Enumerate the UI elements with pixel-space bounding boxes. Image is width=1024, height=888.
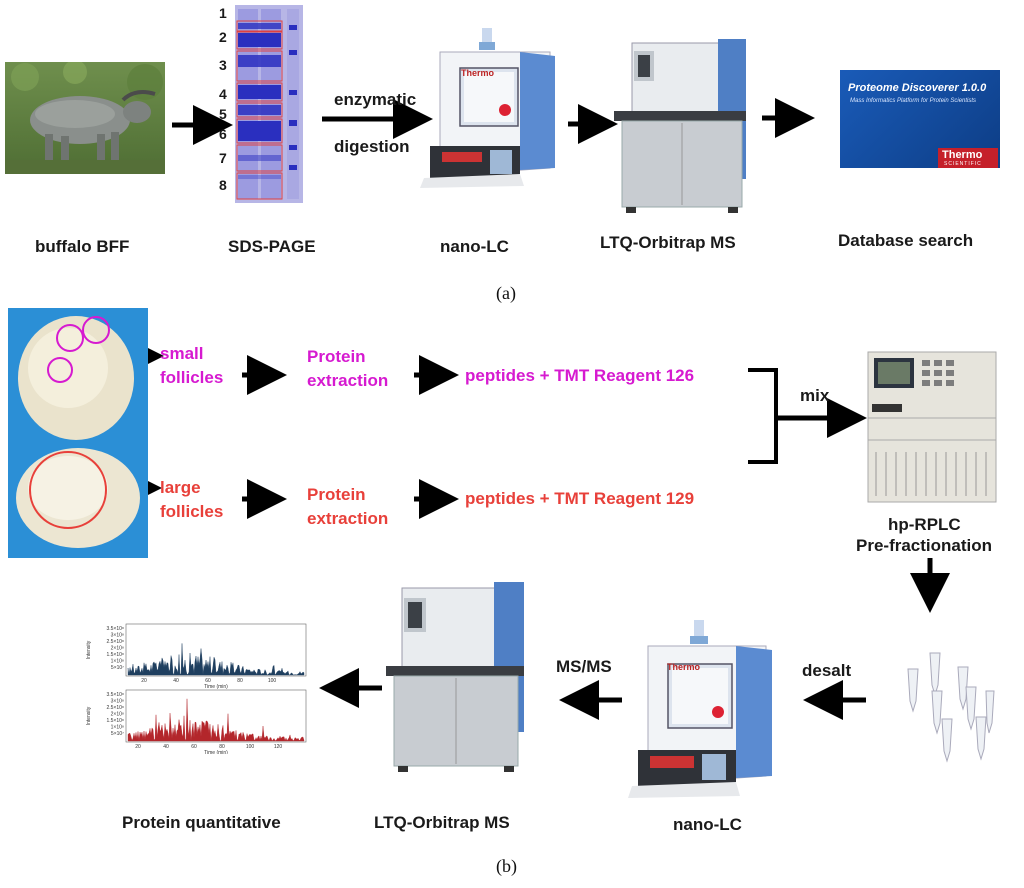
digestion-label-line2: digestion <box>334 137 410 156</box>
botTrace-path <box>127 698 305 742</box>
proteome-discoverer-splash: Proteome Discoverer 1.0.0 Mass Informati… <box>840 70 1000 168</box>
bot-ytick-3: 2×10⁸ <box>111 712 124 718</box>
sample-tubes <box>890 645 1010 773</box>
gel-lane-7: 7 <box>219 150 227 166</box>
ovary-image <box>16 316 140 548</box>
quant-spectra: 3.5×10⁸ 3×10⁸ 2.5×10⁸ 2×10⁸ 1.5×10⁸ 1×10… <box>82 618 310 756</box>
top-ytick-1: 3×10⁸ <box>111 633 124 639</box>
buffalo-photo <box>5 62 165 174</box>
extraction-large-line2: extraction <box>307 509 389 528</box>
tubes-image <box>907 652 995 763</box>
large-follicles-line2: follicles <box>160 502 224 521</box>
gel-lane-3: 3 <box>219 57 227 73</box>
peptides-126: peptides + TMT Reagent 126 <box>465 366 695 385</box>
top-xlabel: Time (min) <box>204 684 228 690</box>
hplc-instrument <box>866 348 998 508</box>
peptides-129: peptides + TMT Reagent 129 <box>465 489 695 508</box>
hplc-label-line2: Pre-fractionation <box>856 536 993 555</box>
top-ytick-6: 5×10⁷ <box>111 665 124 671</box>
bot-xtick-1: 40 <box>163 744 169 750</box>
top-xtick-2: 60 <box>205 678 211 684</box>
orbitrap-instrument-b <box>384 578 534 774</box>
bot-ytick-4: 1.5×10⁸ <box>106 718 124 724</box>
bot-ylabel: Intensity <box>86 706 92 725</box>
buffalo-image <box>5 62 165 174</box>
label-sds-page: SDS-PAGE <box>228 237 316 256</box>
gel-lane-2: 2 <box>219 29 227 45</box>
small-follicles-line2: follicles <box>160 368 224 387</box>
top-ytick-0: 3.5×10⁸ <box>106 626 124 632</box>
top-ytick-4: 1.5×10⁸ <box>106 652 124 658</box>
mix-label: mix <box>800 386 830 405</box>
panel-a-label: (a) <box>496 283 516 303</box>
orbitrap-b-image <box>386 582 524 772</box>
thermo-logo: Thermo SCIENTIFIC <box>938 148 998 168</box>
top-ytick-3: 2×10⁸ <box>111 646 124 652</box>
label-orbitrap-b: LTQ-Orbitrap MS <box>374 813 510 832</box>
extraction-large-line1: Protein <box>307 485 366 504</box>
label-nano-lc-a: nano-LC <box>440 237 509 256</box>
orbitrap-image <box>614 39 746 213</box>
bot-ytick-5: 1×10⁸ <box>111 725 124 731</box>
label-orbitrap-a: LTQ-Orbitrap MS <box>600 233 736 252</box>
extraction-small-line1: Protein <box>307 347 366 366</box>
bot-xtick-2: 60 <box>191 744 197 750</box>
bot-xlabel: Time (min) <box>204 750 228 754</box>
gel-lane-6: 6 <box>219 126 227 142</box>
bot-ytick-2: 2.5×10⁸ <box>106 705 124 711</box>
top-ytick-5: 1×10⁸ <box>111 659 124 665</box>
label-nano-lc-b: nano-LC <box>673 815 742 834</box>
bot-xtick-4: 100 <box>246 744 255 750</box>
hplc-label-line1: hp-RPLC <box>888 515 961 534</box>
top-ylabel: Intensity <box>86 640 92 659</box>
gel-image <box>235 5 303 203</box>
msms-label: MS/MS <box>556 657 612 676</box>
gel-lane-8: 8 <box>219 177 227 193</box>
gel-lane-1: 1 <box>219 5 227 21</box>
bot-ytick-6: 5×10⁷ <box>111 731 124 737</box>
software-title: Proteome Discoverer 1.0.0 <box>848 82 987 94</box>
sds-page-gel <box>235 5 303 203</box>
label-buffalo: buffalo BFF <box>35 237 130 256</box>
ovary-photo <box>8 308 148 558</box>
brand-line2: SCIENTIFIC <box>944 161 982 167</box>
bot-xtick-0: 20 <box>135 744 141 750</box>
small-follicles-line1: small <box>160 344 204 363</box>
gel-lane-4: 4 <box>219 86 227 102</box>
desalt-label: desalt <box>802 661 852 680</box>
top-xtick-4: 100 <box>268 678 277 684</box>
nano-lc-brand-b: Thermo <box>667 662 701 672</box>
bottom-trace <box>127 698 305 742</box>
top-trace <box>127 643 305 676</box>
nano-lc-brand-a: Thermo <box>461 68 495 78</box>
extraction-small-line2: extraction <box>307 371 389 390</box>
top-xtick-3: 80 <box>237 678 243 684</box>
top-xtick-0: 20 <box>141 678 147 684</box>
top-xtick-1: 40 <box>173 678 179 684</box>
panel-b-label: (b) <box>496 856 517 876</box>
nano-lc-instrument-a <box>420 28 560 188</box>
orbitrap-instrument-a <box>612 35 760 215</box>
nano-lc-instrument-b <box>628 620 776 800</box>
bot-xtick-5: 120 <box>274 744 283 750</box>
digestion-label-line1: enzymatic <box>334 90 417 109</box>
label-protein-quantitative: Protein quantitative <box>122 813 281 832</box>
mix-bracket <box>748 368 778 464</box>
brand-line1: Thermo <box>942 149 983 161</box>
gel-lane-5: 5 <box>219 106 227 122</box>
top-ytick-2: 2.5×10⁸ <box>106 639 124 645</box>
bot-ytick-0: 3.5×10⁸ <box>106 692 124 698</box>
label-database-search: Database search <box>838 231 974 250</box>
spectra-svg: 3.5×10⁸ 3×10⁸ 2.5×10⁸ 2×10⁸ 1.5×10⁸ 1×10… <box>86 623 307 756</box>
software-subtitle: Mass Informatics Platform for Protein Sc… <box>850 98 977 104</box>
hplc-image <box>867 351 997 503</box>
bot-ytick-1: 3×10⁸ <box>111 699 124 705</box>
large-follicles-line1: large <box>160 478 201 497</box>
bot-xtick-3: 80 <box>219 744 225 750</box>
topTrace-path <box>127 643 305 676</box>
nano-lc-image <box>420 28 555 188</box>
nano-lc-b-image <box>628 620 772 798</box>
